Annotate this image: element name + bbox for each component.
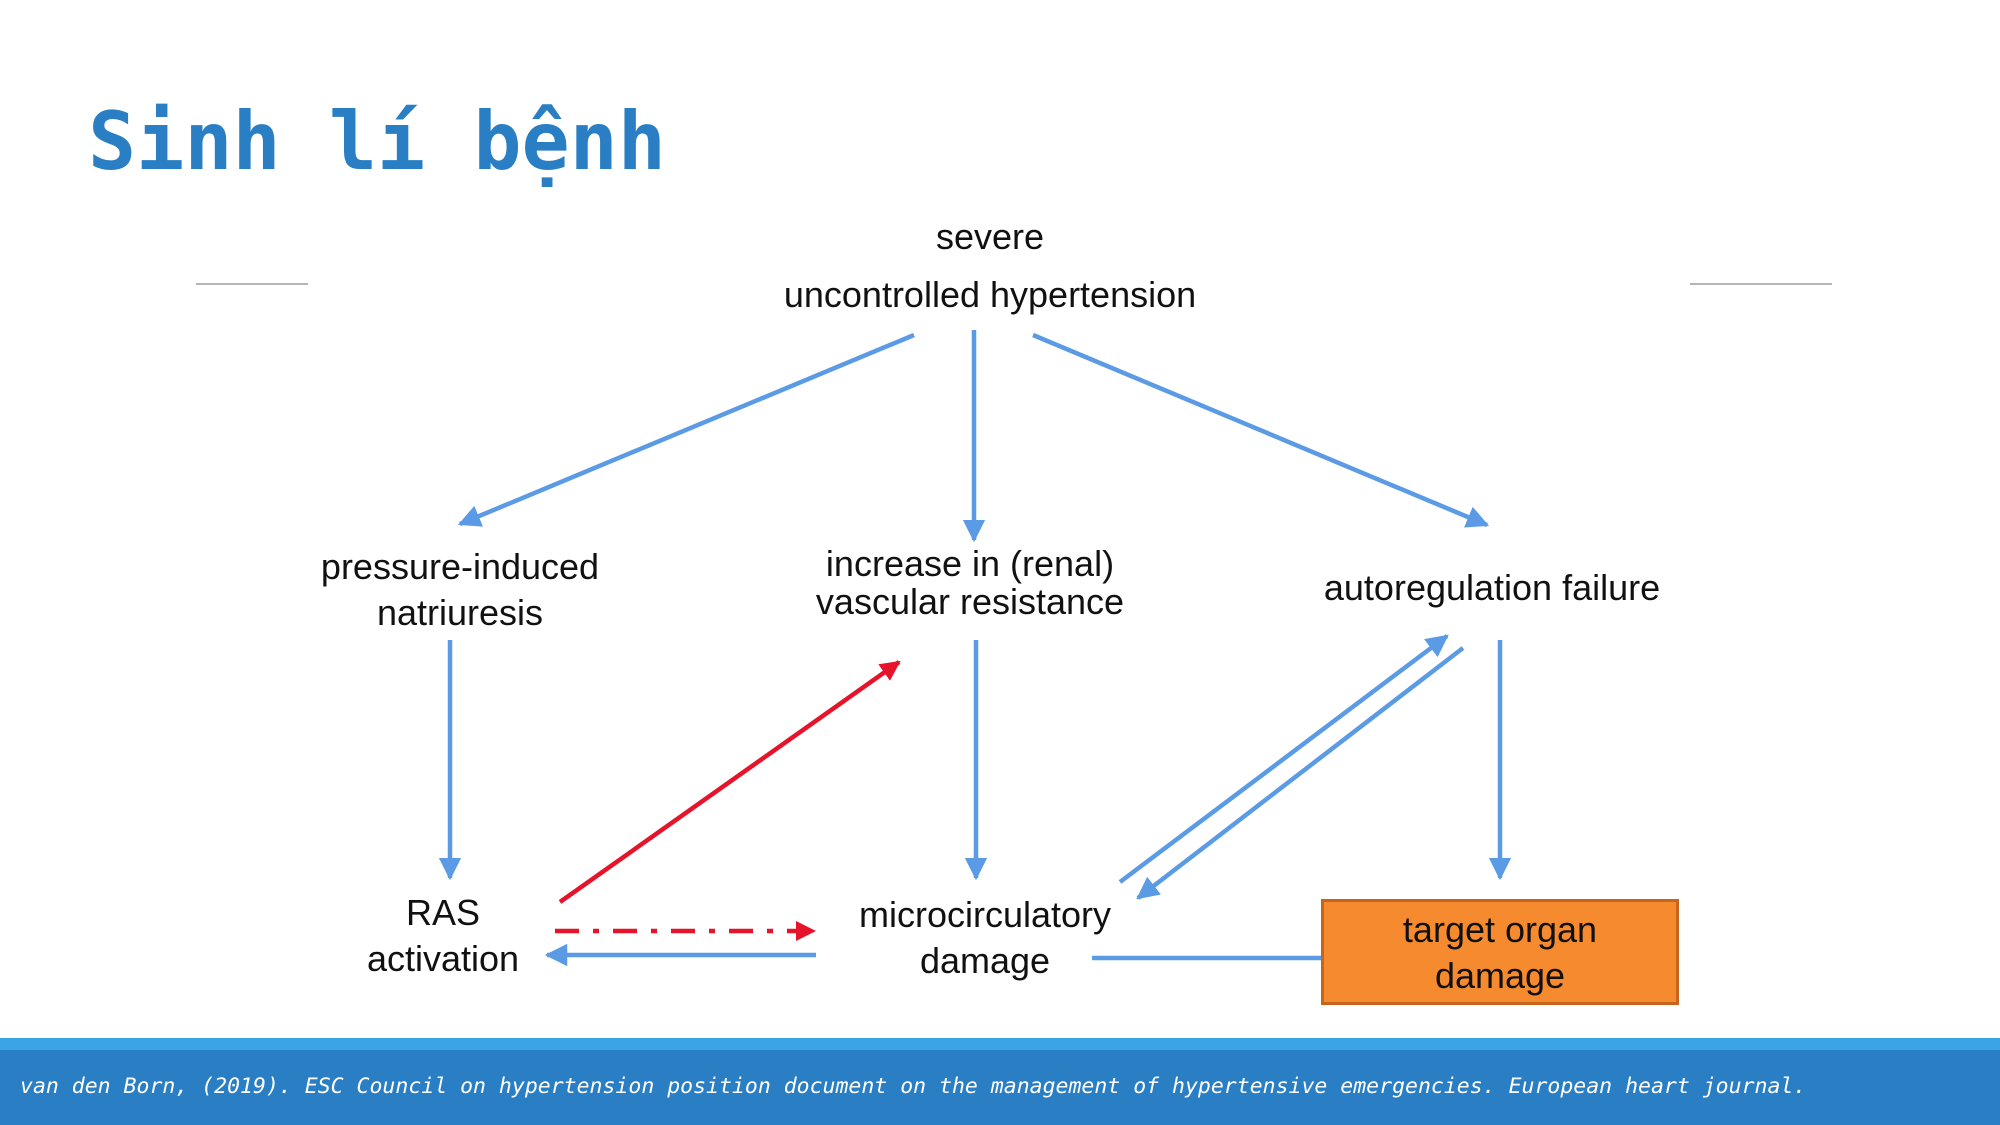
diagram-arrows — [438, 330, 1512, 970]
node-vascular-resistance: increase in (renal) vascular resistance — [816, 545, 1124, 621]
arrow-micro-to-autoregulation — [1118, 634, 1449, 884]
node-natriuresis-line2: natriuresis — [376, 592, 544, 633]
arrow-top-to-autoregulation — [1032, 332, 1490, 528]
target-organ-box — [1321, 899, 1679, 1005]
node-pressure-natriuresis: pressure-induced natriuresis — [321, 544, 599, 636]
left-divider — [196, 283, 308, 285]
footer-citation: van den Born, (2019). ESC Council on hyp… — [20, 1074, 1807, 1099]
node-ras-line1: RAS — [405, 892, 481, 933]
node-autoregulation-failure: autoregulation failure — [1323, 567, 1661, 608]
red-arrow-ras-to-resistance — [558, 660, 901, 904]
arrow-autoregulation-to-micro — [1136, 646, 1465, 900]
node-ras-line2: activation — [366, 938, 520, 979]
node-resistance-line2: vascular resistance — [815, 581, 1125, 622]
node-target-line1: target organ — [1402, 909, 1598, 950]
node-microcirculatory-damage: microcirculatory damage — [859, 892, 1111, 984]
node-target-organ-damage: target organ damage — [1403, 907, 1597, 999]
node-severe-line2: uncontrolled hypertension — [783, 274, 1197, 315]
node-micro-line1: microcirculatory — [858, 894, 1112, 935]
pathophysiology-diagram: severe uncontrolled hypertension pressur… — [321, 214, 1679, 1005]
node-severe-hypertension: severe uncontrolled hypertension — [784, 214, 1196, 318]
arrow-top-to-natriuresis — [457, 332, 915, 527]
slide-title: Sinh lí bệnh — [88, 95, 666, 188]
node-ras-activation: RAS activation — [367, 890, 519, 982]
node-natriuresis-line1: pressure-induced — [320, 546, 600, 587]
node-severe-line1: severe — [935, 216, 1045, 257]
right-divider — [1690, 283, 1832, 285]
node-target-line2: damage — [1434, 955, 1566, 996]
node-resistance-line1: increase in (renal) — [825, 543, 1115, 584]
footer-bar: van den Born, (2019). ESC Council on hyp… — [0, 1050, 2000, 1125]
node-micro-line2: damage — [919, 940, 1051, 981]
footer-accent-stripe — [0, 1038, 2000, 1050]
